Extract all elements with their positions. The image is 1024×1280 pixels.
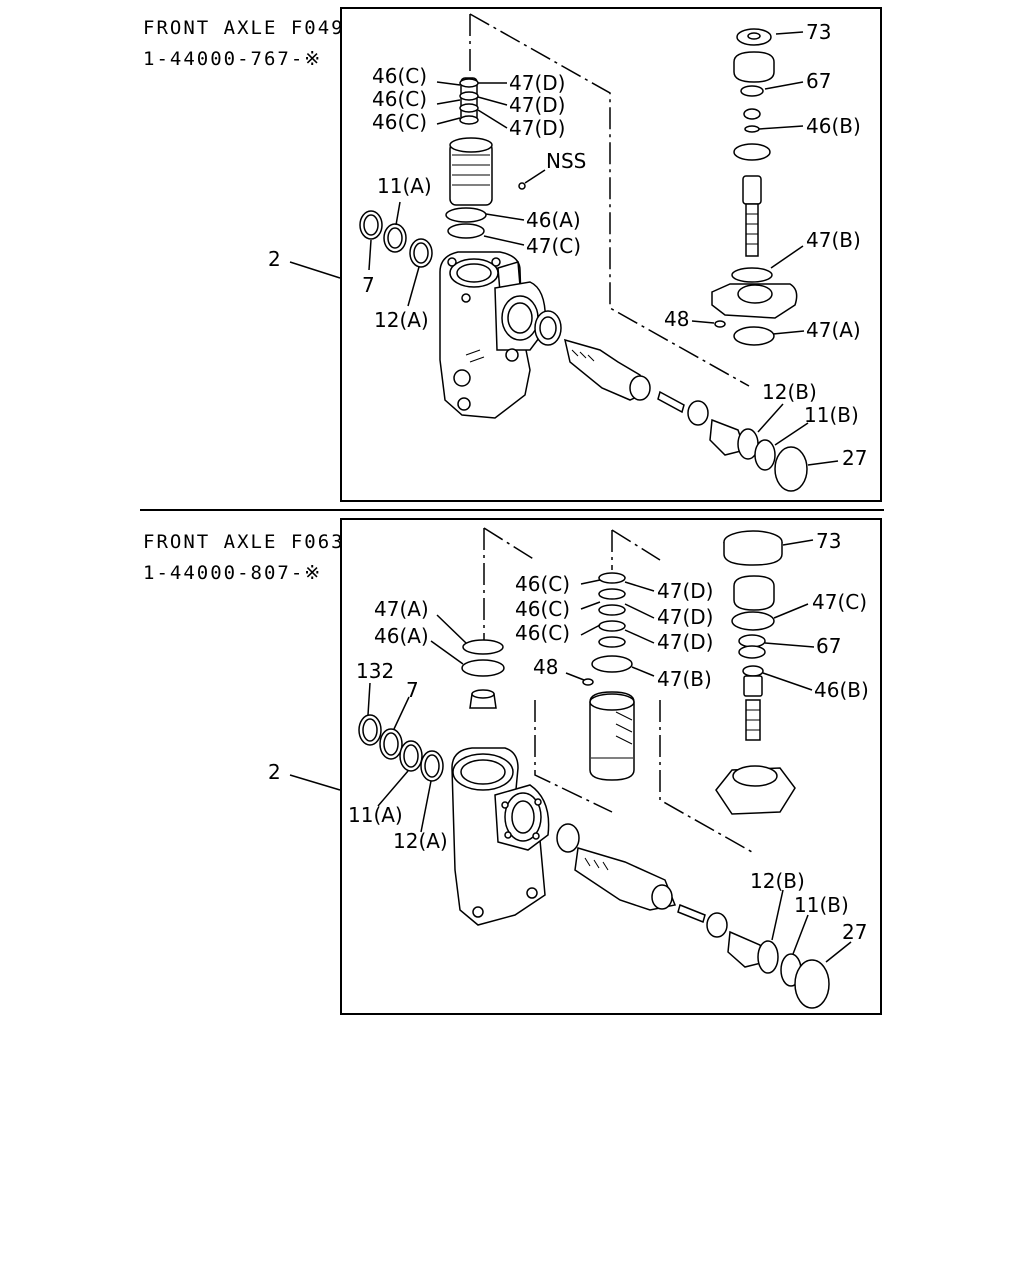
seal-46b [744,125,760,133]
callout-48: 48 [664,307,689,331]
seal-47a-b [462,639,504,655]
valve-body-1 [445,77,526,239]
ring-27 [774,446,808,492]
seal-46a [445,207,487,223]
callout-47b: 47(B) [806,228,861,252]
callout-46c-b-3: 46(C) [515,621,570,645]
callout-46c-b-2: 46(C) [515,597,570,621]
callout-73-b: 73 [816,529,841,553]
callout-47a: 47(A) [806,318,861,342]
panel-2-drawing: 73 47(C) 67 46(B) 46(C) 46(C) 46(C) 47(D… [268,527,869,1009]
seal-47c [447,223,485,239]
callout-46c-3: 46(C) [372,110,427,134]
callout-67-b: 67 [816,634,841,658]
callout-27: 27 [842,446,867,470]
ring-12b-b [757,940,779,974]
ball-48 [714,320,726,328]
seal-47b [731,267,773,283]
callout-46c-2: 46(C) [372,87,427,111]
callout-11a-b: 11(A) [348,803,403,827]
callout-48-b: 48 [533,655,558,679]
callout-46b-b: 46(B) [814,678,869,702]
callout-12a-b: 12(A) [393,829,448,853]
gear-housing-1 [439,251,547,419]
callout-132: 132 [356,659,394,683]
callout-11b: 11(B) [804,403,859,427]
ring-27-b [794,959,830,1009]
bearing-67 [740,85,764,97]
callout-46a-b: 46(A) [374,624,429,648]
callout-assembly-2-b: 2 [268,760,281,784]
callout-11a: 11(A) [377,174,432,198]
panel-1-title: FRONT AXLE F049 [143,17,345,39]
callout-47d-3: 47(D) [509,116,565,140]
callout-47d-b-1: 47(D) [657,579,713,603]
callout-47c-b: 47(C) [812,590,867,614]
ring-11b [754,439,776,471]
callout-46b: 46(B) [806,114,861,138]
seal-46b-b [742,665,764,677]
output-shaft-2 [556,823,830,1009]
right-stack-1 [711,28,798,346]
callout-47b-b: 47(B) [657,667,712,691]
callout-nss: NSS [546,149,586,173]
bearing-67-b [738,634,766,648]
seal-47c-b [731,611,775,631]
callout-11b-b: 11(B) [794,893,849,917]
callout-47d-b-3: 47(D) [657,630,713,654]
callout-67: 67 [806,69,831,93]
callout-47d-b-2: 47(D) [657,605,713,629]
callout-47d-2: 47(D) [509,93,565,117]
panel-2-title: FRONT AXLE F063 [143,531,345,553]
callout-73: 73 [806,20,831,44]
gear-housing-2 [451,747,550,926]
callout-12b-b: 12(B) [750,869,805,893]
panel-2-part-number: 1-44000-807-※ [143,562,323,584]
callout-46c-b-1: 46(C) [515,572,570,596]
callout-46a: 46(A) [526,208,581,232]
seal-46a-b [461,659,505,677]
callout-47d-1: 47(D) [509,71,565,95]
callout-47a-b: 47(A) [374,597,429,621]
ball-48-b [582,678,594,686]
callout-27-b: 27 [842,920,867,944]
callout-47c: 47(C) [526,234,581,258]
seal-47a [733,326,775,346]
callout-7-b: 7 [406,678,419,702]
panel-separator [140,509,884,511]
callout-46c-1: 46(C) [372,64,427,88]
callout-7: 7 [362,273,375,297]
right-stack-2 [715,530,796,815]
panel-1-part-number: 1-44000-767-※ [143,48,323,70]
callout-12b: 12(B) [762,380,817,404]
output-shaft-1 [534,310,808,492]
callout-assembly-2: 2 [268,247,281,271]
seal-47b-b [591,655,633,673]
callout-12a: 12(A) [374,308,429,332]
piston-2 [582,572,635,781]
panel-1-drawing: 73 67 46(B) 47(B) 47(A) 48 46(C) 46(C) 4… [268,13,867,492]
